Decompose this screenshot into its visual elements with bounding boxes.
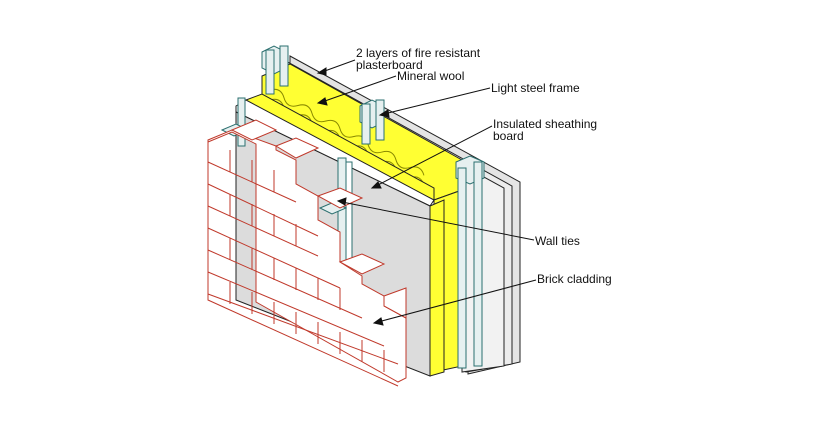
- steel-stud-3: [455, 155, 485, 369]
- steel-stud-2: [359, 99, 385, 145]
- label-mineral-wool: Mineral wool: [397, 69, 464, 83]
- labels: 2 layers of fire resistant plasterboard …: [356, 46, 612, 286]
- leader-lines: [316, 59, 537, 326]
- label-sheathing-line2: board: [493, 129, 524, 143]
- steel-stud-1: [261, 45, 289, 95]
- label-fire-board-line1: 2 layers of fire resistant: [356, 46, 481, 60]
- brick-cladding: [207, 119, 407, 387]
- light-steel-frame: [237, 45, 485, 369]
- steel-stud-front-1: [237, 97, 246, 147]
- label-light-steel-frame: Light steel frame: [491, 81, 580, 95]
- label-sheathing-line1: Insulated sheathing: [493, 117, 597, 131]
- label-wall-ties: Wall ties: [535, 234, 580, 248]
- label-brick-cladding: Brick cladding: [537, 272, 612, 286]
- label-fire-board-line2: plasterboard: [356, 58, 423, 72]
